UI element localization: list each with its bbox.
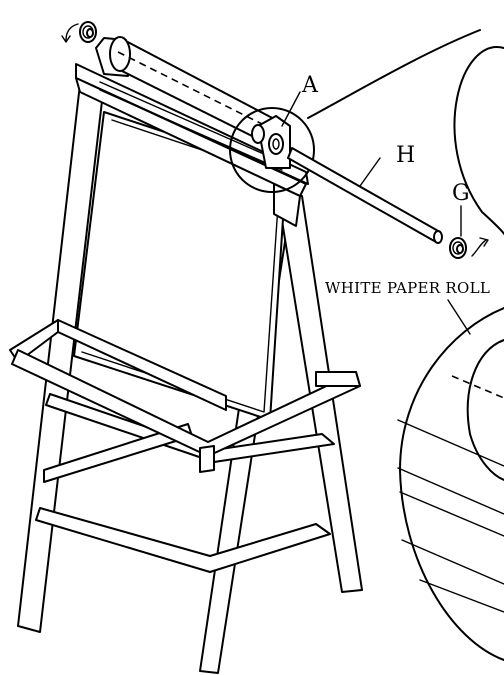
easel-top-frame: [75, 63, 309, 227]
end-cap-g: [449, 205, 489, 259]
label-paper-roll-group: WHITE PAPER ROLL: [325, 279, 490, 297]
roller-bracket-a: [251, 115, 291, 169]
label-g: G: [452, 181, 470, 206]
easel-lower-frame: [35, 393, 335, 573]
end-cap-left: [61, 21, 97, 43]
label-a: A: [301, 73, 319, 98]
easel-tray: [9, 319, 361, 473]
inset-leader: [307, 29, 481, 119]
label-white-paper-roll: WHITE PAPER ROLL: [325, 279, 490, 297]
label-h-group: H: [396, 143, 415, 168]
label-a-group: A: [281, 73, 319, 127]
detail-circle: [229, 107, 315, 193]
rod-h: [287, 147, 443, 244]
label-h: H: [396, 143, 415, 168]
paper-roll-inset: [397, 46, 504, 661]
label-g-group: G: [452, 181, 470, 206]
